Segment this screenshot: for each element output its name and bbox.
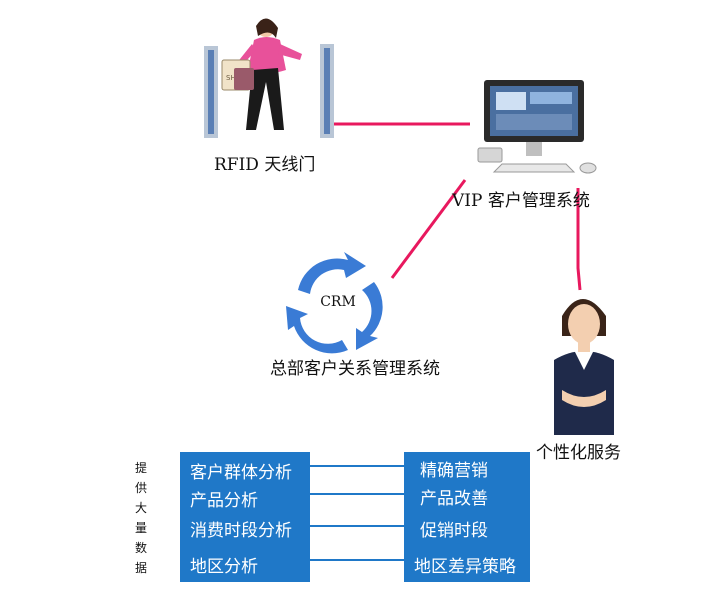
analysis-box: 客户群体分析 产品分析 消费时段分析 地区分析 (180, 452, 310, 582)
side-label-char: 供 (134, 478, 148, 498)
side-label-char: 数 (134, 538, 148, 558)
analysis-item: 消费时段分析 (190, 516, 292, 541)
gate-pillar-right (320, 44, 334, 138)
side-label-char: 量 (134, 518, 148, 538)
analysis-item: 客户群体分析 (190, 458, 292, 483)
analysis-item: 地区分析 (190, 552, 258, 577)
crm-cycle-diagram: CRM (278, 250, 398, 360)
personalized-service-label: 个性化服务 (536, 438, 621, 463)
strategy-item: 精确营销 (420, 456, 488, 481)
strategy-box: 精确营销 产品改善 促销时段 地区差异策略 (404, 452, 530, 582)
rfid-gate-illustration: SHOP (196, 14, 344, 144)
service-agent-illustration (534, 290, 634, 435)
shopper-figure: SHOP (222, 18, 302, 130)
rfid-gate-label: RFID 天线门 (214, 150, 315, 175)
crm-center-text: CRM (320, 294, 356, 310)
vip-system-label: VIP 客户管理系统 (452, 186, 590, 211)
analysis-item: 产品分析 (190, 486, 258, 511)
side-label-char: 大 (134, 498, 148, 518)
side-label-provide-data: 提 供 大 量 数 据 (134, 458, 148, 578)
vip-computer-illustration (470, 78, 610, 178)
strategy-item: 产品改善 (420, 484, 488, 509)
crm-system-label: 总部客户关系管理系统 (270, 354, 440, 379)
strategy-item: 地区差异策略 (414, 552, 516, 577)
side-label-char: 提 (134, 458, 148, 478)
side-label-char: 据 (134, 558, 148, 578)
gate-pillar-left (204, 46, 218, 138)
strategy-item: 促销时段 (420, 516, 488, 541)
